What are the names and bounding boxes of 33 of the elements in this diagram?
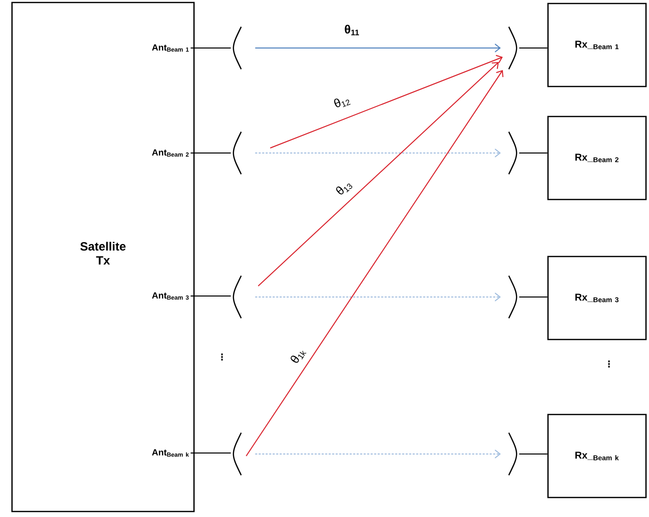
antenna-label: $\mathbf{Ant}_{\mathbf{Beam\ 3}}$: [152, 292, 189, 300]
antenna-icon: [232, 132, 242, 174]
antenna-label: $\mathbf{Ant}_{\mathbf{Beam\ 1}}$: [152, 44, 189, 52]
edge-label: θ$_{13}$: [336, 184, 352, 194]
beam-arrow: [246, 70, 504, 456]
connector-line: [518, 296, 548, 298]
antenna-icon: [232, 432, 242, 476]
beam-arrow: [254, 148, 501, 158]
antenna-icon: [232, 276, 242, 318]
edge-label: θ$_{11}$: [344, 24, 359, 36]
receiver-box: $\mathbf{Rx}\_{}_{\mathbf{Beam\ 3}}$: [547, 256, 647, 340]
beam-arrow: [258, 62, 499, 286]
receiver-box: $\mathbf{Rx}\_{}_{\mathbf{Beam\ 2}}$: [547, 116, 647, 200]
edge-label: θ$_{1k}$: [290, 350, 306, 363]
antenna-icon: [508, 432, 518, 476]
beam-arrow: [254, 450, 501, 458]
antenna-icon: [508, 26, 518, 70]
beam-arrow: [254, 292, 501, 302]
edge-label: θ$_{12}$: [334, 98, 351, 108]
ellipsis-mark: ⋮: [221, 354, 223, 360]
receiver-box: $\mathbf{Rx}\_{}_{\mathbf{Beam\ 1}}$: [547, 2, 647, 88]
connector-line: [518, 152, 548, 154]
beam-arrow: [254, 44, 501, 52]
antenna-label: $\mathbf{Ant}_{\mathbf{Beam\ k}}$: [152, 449, 189, 457]
antenna-icon: [508, 276, 518, 318]
connector-line: [190, 452, 232, 454]
beam-arrow: [270, 54, 503, 148]
antenna-label: $\mathbf{Ant}_{\mathbf{Beam\ 2}}$: [152, 149, 189, 157]
ellipsis-mark: ⋮: [608, 360, 610, 368]
receiver-box: $\mathbf{Rx}\_{}_{\mathbf{Beam\ k}}$: [547, 414, 647, 498]
antenna-icon: [232, 26, 242, 70]
antenna-icon: [508, 132, 518, 174]
connector-line: [190, 152, 232, 154]
